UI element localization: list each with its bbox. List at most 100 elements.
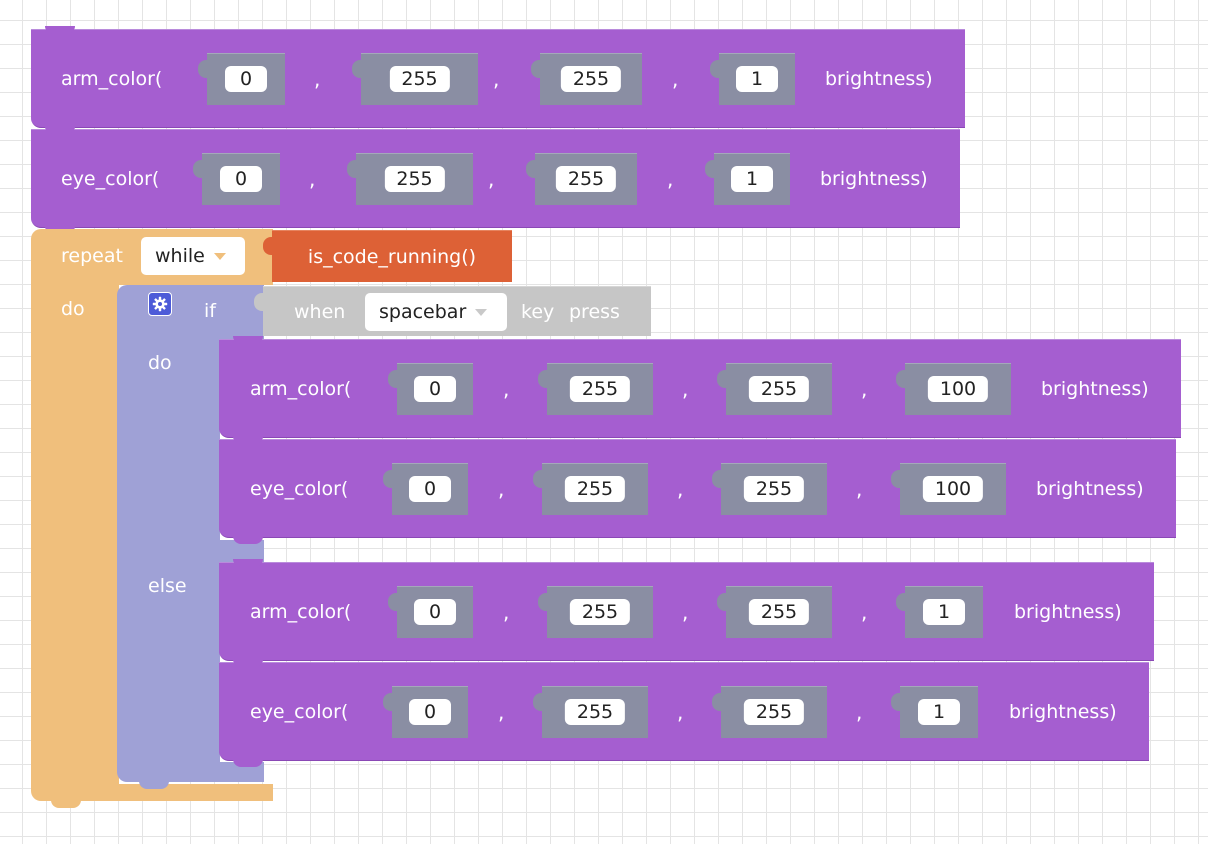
- block-tail-label: brightness): [820, 167, 928, 190]
- key-select-dropdown[interactable]: spacebar: [365, 293, 507, 331]
- brightness-value-input[interactable]: 1: [923, 599, 965, 625]
- top-eye-color-block[interactable]: eye_color( 0 , 255 , 255 , 1 brightness): [31, 126, 960, 234]
- repeat-mode-value: while: [155, 245, 205, 267]
- red-value-input[interactable]: 0: [220, 166, 262, 192]
- if-else-label: else: [148, 575, 187, 597]
- green-value-input[interactable]: 255: [569, 599, 631, 625]
- block-tail-label: brightness): [1009, 700, 1117, 723]
- repeat-mode-dropdown[interactable]: while: [141, 237, 245, 275]
- block-tail-label: brightness): [1041, 377, 1149, 400]
- separator: ,: [488, 166, 495, 191]
- repeat-block-footer: [31, 784, 273, 808]
- brightness-value-slot[interactable]: 1: [896, 585, 983, 638]
- separator: ,: [682, 376, 689, 401]
- red-value-slot[interactable]: 0: [388, 362, 473, 415]
- is-code-running-block[interactable]: is_code_running(): [263, 230, 512, 282]
- block-label: eye_color(: [61, 167, 160, 190]
- repeat-keyword: repeat: [61, 245, 123, 267]
- separator: ,: [314, 66, 321, 91]
- gear-icon[interactable]: [148, 292, 172, 316]
- green-value-input[interactable]: 255: [384, 166, 445, 192]
- top-arm-color-block[interactable]: arm_color( 0 , 255 , 255 , 1 brightness): [31, 26, 965, 134]
- brightness-value-slot[interactable]: 1: [705, 152, 790, 205]
- brightness-value-input[interactable]: 1: [736, 66, 778, 92]
- red-value-slot[interactable]: 0: [388, 585, 473, 638]
- brightness-value-slot[interactable]: 1: [891, 685, 978, 738]
- separator: ,: [677, 476, 684, 501]
- block-label: arm_color(: [250, 377, 352, 400]
- green-value-input[interactable]: 255: [389, 66, 450, 92]
- key-label: key: [521, 300, 555, 323]
- block-label: eye_color(: [250, 477, 349, 500]
- red-value-slot[interactable]: 0: [193, 152, 280, 205]
- red-value-input[interactable]: 0: [414, 599, 456, 625]
- if-block-footer: [117, 762, 264, 789]
- brightness-value-input[interactable]: 1: [731, 166, 773, 192]
- condition-label: is_code_running(): [307, 245, 477, 268]
- press-label: press: [569, 300, 620, 323]
- else-arm-color-block[interactable]: arm_color( 0 , 255 , 255 , 1 brightness): [219, 559, 1154, 667]
- blue-value-slot[interactable]: 255: [717, 362, 832, 415]
- if-else-block[interactable]: [117, 285, 264, 341]
- key-press-condition-block[interactable]: when spacebar key press: [254, 286, 651, 336]
- green-value-slot[interactable]: 255: [533, 685, 648, 738]
- separator: ,: [682, 599, 689, 624]
- separator: ,: [667, 166, 674, 191]
- blue-value-input[interactable]: 255: [743, 476, 805, 502]
- separator: ,: [856, 476, 863, 501]
- separator: ,: [503, 599, 510, 624]
- if-do-label: do: [148, 352, 172, 374]
- brightness-value-input[interactable]: 100: [922, 476, 984, 502]
- red-value-input[interactable]: 0: [409, 476, 451, 502]
- block-tail-label: brightness): [1014, 600, 1122, 623]
- do-eye-color-block[interactable]: eye_color( 0 , 255 , 255 , 100 brightnes…: [219, 436, 1176, 544]
- block-label: eye_color(: [250, 700, 349, 723]
- separator: ,: [672, 66, 679, 91]
- separator: ,: [309, 166, 316, 191]
- repeat-do-label: do: [61, 298, 85, 320]
- blue-value-input[interactable]: 255: [743, 699, 805, 725]
- separator: ,: [677, 699, 684, 724]
- brightness-value-slot[interactable]: 100: [891, 462, 1006, 515]
- blue-value-input[interactable]: 255: [748, 376, 810, 402]
- do-arm-color-block[interactable]: arm_color( 0 , 255 , 255 , 100 brightnes…: [219, 336, 1181, 444]
- blue-value-slot[interactable]: 255: [712, 685, 827, 738]
- blue-value-slot[interactable]: 255: [712, 462, 827, 515]
- brightness-value-input[interactable]: 1: [918, 699, 960, 725]
- green-value-slot[interactable]: 255: [347, 152, 473, 205]
- block-label: arm_color(: [250, 600, 352, 623]
- blue-value-slot[interactable]: 255: [531, 52, 642, 105]
- green-value-input[interactable]: 255: [564, 699, 626, 725]
- red-value-input[interactable]: 0: [414, 376, 456, 402]
- green-value-input[interactable]: 255: [569, 376, 631, 402]
- else-eye-color-block[interactable]: eye_color( 0 , 255 , 255 , 1 brightness): [219, 659, 1149, 767]
- blue-value-slot[interactable]: 255: [526, 152, 637, 205]
- blue-value-input[interactable]: 255: [555, 166, 617, 192]
- blue-value-input[interactable]: 255: [560, 66, 622, 92]
- blue-value-input[interactable]: 255: [748, 599, 810, 625]
- brightness-value-slot[interactable]: 100: [896, 362, 1011, 415]
- brightness-value-input[interactable]: 100: [927, 376, 989, 402]
- green-value-slot[interactable]: 255: [352, 52, 478, 105]
- brightness-value-slot[interactable]: 1: [710, 52, 795, 105]
- key-select-value: spacebar: [379, 301, 467, 323]
- green-value-input[interactable]: 255: [564, 476, 626, 502]
- red-value-slot[interactable]: 0: [383, 685, 468, 738]
- red-value-slot[interactable]: 0: [198, 52, 285, 105]
- separator: ,: [503, 376, 510, 401]
- block-label: arm_color(: [61, 67, 163, 90]
- red-value-slot[interactable]: 0: [383, 462, 468, 515]
- separator: ,: [856, 699, 863, 724]
- red-value-input[interactable]: 0: [409, 699, 451, 725]
- green-value-slot[interactable]: 255: [533, 462, 648, 515]
- green-value-slot[interactable]: 255: [538, 362, 653, 415]
- separator: ,: [498, 699, 505, 724]
- block-tail-label: brightness): [1036, 477, 1144, 500]
- when-label: when: [294, 300, 346, 323]
- red-value-input[interactable]: 0: [225, 66, 267, 92]
- separator: ,: [498, 476, 505, 501]
- green-value-slot[interactable]: 255: [538, 585, 653, 638]
- separator: ,: [493, 66, 500, 91]
- blue-value-slot[interactable]: 255: [717, 585, 832, 638]
